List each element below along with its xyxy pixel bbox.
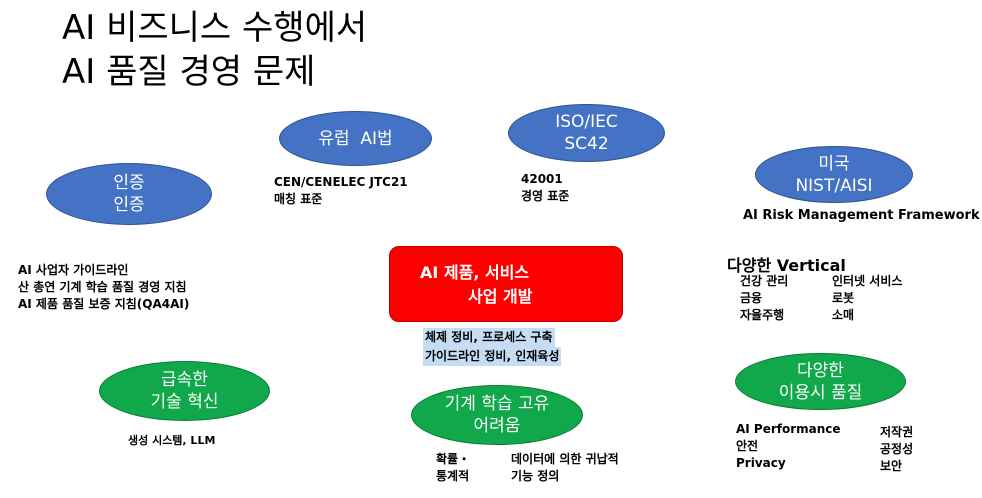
genai-note-1: 생성 시스템, LLM (128, 434, 216, 447)
guidelines-note-2: 산 총연 기계 학습 품질 경영 지침 (18, 280, 187, 294)
vertical-item: 로봇 (832, 291, 855, 305)
quality-col-1: AI Performance 안전 Privacy (736, 421, 841, 472)
vertical-item: 금융 (740, 291, 763, 305)
page-title: AI 비즈니스 수행에서 AI 품질 경영 문제 (62, 6, 367, 94)
usage-quality-label-1: 다양한 (797, 360, 844, 381)
center-sub-2: 가이드라인 정비, 인재육성 (423, 347, 562, 366)
quality-item: Privacy (736, 456, 786, 470)
vertical-col-2: 인터넷 서비스 로봇 소매 (832, 273, 902, 324)
ml-detail-col-1: 확률・ 통계적 (436, 451, 470, 485)
genai-note: 생성 시스템, LLM (128, 432, 215, 449)
center-sub-1: 체제 정비, 프로세스 구축 (423, 328, 555, 347)
us-nist-label-2: NIST/AISI (795, 175, 873, 196)
certification-label-1: 인증 (113, 173, 145, 193)
title-line-1: AI 비즈니스 수행에서 (62, 8, 368, 48)
ml-detail-item: 기능 정의 (511, 469, 560, 483)
quality-item: 저작권 (880, 425, 914, 439)
iso-iec-label-2: SC42 (564, 134, 609, 154)
rapid-tech-ellipse: 급속한 기술 혁신 (99, 361, 270, 421)
ml-difficulty-ellipse: 기계 학습 고유 어려움 (411, 385, 583, 445)
eu-ai-act-ellipse: 유럽 AI법 (279, 111, 432, 166)
ml-difficulty-label-2: 어려움 (473, 416, 521, 436)
vertical-col-1: 건강 관리 금융 자율주행 (740, 273, 788, 324)
guidelines-note-1: AI 사업자 가이드라인 (18, 263, 129, 277)
title-line-2: AI 품질 경영 문제 (62, 52, 316, 92)
iso-note: 42001 경영 표준 (521, 171, 569, 205)
guidelines-note-3: AI 제품 품질 보증 지침(QA4AI) (18, 297, 190, 311)
eu-note: CEN/CENELEC JTC21 매칭 표준 (274, 174, 408, 208)
center-subtext: 체제 정비, 프로세스 구축 가이드라인 정비, 인재육성 (423, 328, 562, 366)
vertical-item: 인터넷 서비스 (832, 274, 903, 288)
certification-label-2: 인증 (113, 195, 145, 215)
eu-note-1: CEN/CENELEC JTC21 (274, 175, 408, 189)
vertical-item: 건강 관리 (740, 274, 789, 288)
quality-item: 보안 (880, 459, 903, 473)
vertical-item: 자율주행 (740, 308, 785, 322)
usage-quality-label-2: 이용시 품질 (778, 382, 863, 403)
center-label-1: AI 제품, 서비스 (420, 263, 530, 282)
iso-iec-ellipse: ISO/IEC SC42 (508, 104, 665, 162)
iso-note-2: 경영 표준 (521, 189, 570, 203)
ml-detail-item: 데이터에 의한 귀납적 (511, 452, 619, 466)
eu-ai-act-label: 유럽 AI법 (318, 128, 393, 149)
ml-detail-item: 확률・ (436, 452, 471, 466)
iso-iec-label-1: ISO/IEC (555, 112, 618, 132)
vertical-item: 소매 (832, 308, 855, 322)
rapid-tech-label-1: 급속한 (161, 370, 208, 390)
certification-ellipse: 인증 인증 (46, 163, 212, 225)
ml-difficulty-label-1: 기계 학습 고유 (444, 394, 550, 414)
nist-note-1: AI Risk Management Framework (743, 208, 980, 223)
iso-note-1: 42001 (521, 172, 563, 186)
eu-note-2: 매칭 표준 (274, 192, 323, 206)
us-nist-ellipse: 미국 NIST/AISI (755, 146, 913, 203)
guidelines-note: AI 사업자 가이드라인 산 총연 기계 학습 품질 경영 지침 AI 제품 품… (18, 262, 189, 313)
quality-item: 공정성 (880, 442, 914, 456)
us-nist-label-1: 미국 (818, 153, 850, 174)
quality-col-2: 저작권 공정성 보안 (880, 424, 913, 475)
usage-quality-ellipse: 다양한 이용시 품질 (735, 353, 906, 410)
ml-detail-item: 통계적 (436, 469, 470, 483)
quality-item: AI Performance (736, 422, 841, 436)
nist-note: AI Risk Management Framework (743, 207, 980, 224)
center-label-2: 사업 개발 (468, 287, 533, 306)
quality-item: 안전 (736, 439, 759, 453)
rapid-tech-label-2: 기술 혁신 (150, 392, 219, 412)
ai-product-service-box: AI 제품, 서비스 사업 개발 (389, 246, 623, 322)
ml-detail-col-2: 데이터에 의한 귀납적 기능 정의 (511, 451, 619, 485)
vertical-title: 다양한 Vertical (727, 256, 846, 275)
